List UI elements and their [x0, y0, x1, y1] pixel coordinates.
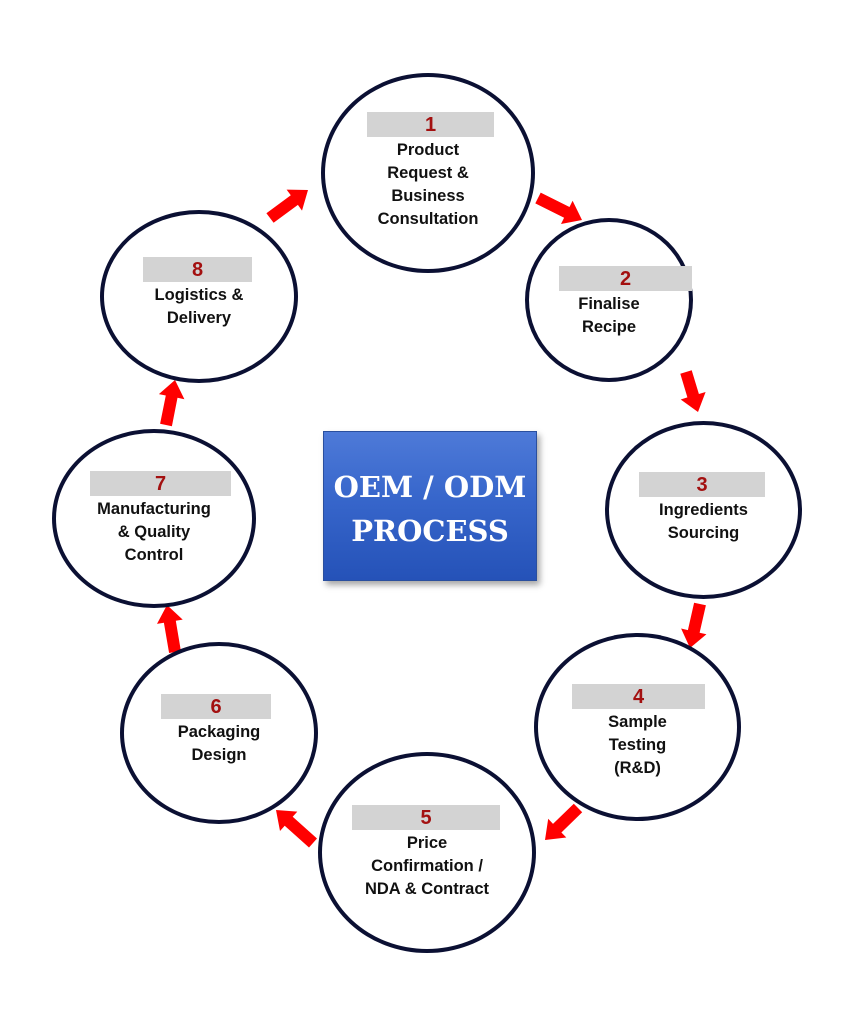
process-title-line-2: PROCESS [351, 514, 509, 548]
step-1-label: Product Request & Business Consultation [325, 139, 531, 231]
step-2-label-line: Finalise [578, 295, 640, 313]
step-2-label: Finalise Recipe [529, 293, 689, 339]
step-4-label-line: (R&D) [614, 759, 661, 777]
step-7-label-line: Control [124, 546, 184, 564]
step-5-number: 5 [352, 805, 500, 830]
step-1-label-line: Business [391, 187, 465, 205]
arrow-up-right-icon [266, 189, 308, 223]
step-8-label-line: Delivery [166, 309, 232, 327]
step-4-number: 4 [572, 684, 705, 709]
step-3-label: Ingredients Sourcing [609, 499, 798, 545]
step-1-circle: 1 Product Request & Business Consultatio… [321, 73, 535, 273]
step-3-number: 3 [639, 472, 765, 497]
step-5-label-line: Price [406, 834, 448, 852]
step-6-number: 6 [161, 694, 271, 719]
step-6-label: Packaging Design [124, 721, 314, 767]
process-title-line-1: OEM / ODM [333, 470, 527, 504]
process-title-box: OEM / ODM PROCESS [323, 431, 537, 581]
step-8-number: 8 [143, 257, 252, 282]
step-4-circle: 4 Sample Testing (R&D) [534, 633, 741, 821]
step-4-label-line: Testing [608, 736, 667, 754]
step-1-label-line: Request & [387, 164, 469, 182]
step-7-number: 7 [90, 471, 231, 496]
step-7-label-line: & Quality [117, 523, 191, 541]
step-3-label-line: Sourcing [667, 524, 740, 542]
step-7-label: Manufacturing & Quality Control [56, 498, 252, 567]
arrow-up-left-icon [276, 810, 317, 848]
step-2-label-line: Recipe [581, 318, 637, 336]
step-2-circle: 2 Finalise Recipe [525, 218, 693, 382]
step-2-number: 2 [559, 266, 692, 291]
arrow-down-icon [680, 370, 706, 412]
step-6-label-line: Design [191, 746, 247, 764]
step-7-label-line: Manufacturing [97, 500, 211, 518]
step-8-circle: 8 Logistics & Delivery [100, 210, 298, 383]
arrow-right-down-icon [535, 192, 582, 224]
step-1-number: 1 [367, 112, 494, 137]
step-4-label-line: Sample [608, 713, 667, 731]
step-3-label-line: Ingredients [659, 501, 748, 519]
step-6-label-line: Packaging [177, 723, 261, 741]
step-5-label: Price Confirmation / NDA & Contract [322, 832, 532, 901]
step-3-circle: 3 Ingredients Sourcing [605, 421, 802, 599]
step-1-label-line: Consultation [377, 210, 479, 228]
step-5-label-line: Confirmation / [371, 857, 483, 875]
arrow-down-icon [681, 602, 707, 648]
step-8-label-line: Logistics & [154, 286, 244, 304]
step-6-circle: 6 Packaging Design [120, 642, 318, 824]
step-1-label-line: Product [396, 141, 460, 159]
step-8-label: Logistics & Delivery [104, 284, 294, 330]
arrow-up-icon [157, 605, 183, 653]
step-5-label-line: NDA & Contract [364, 880, 490, 898]
step-7-circle: 7 Manufacturing & Quality Control [52, 429, 256, 608]
arrow-down-left-icon [545, 803, 583, 840]
step-4-label: Sample Testing (R&D) [538, 711, 737, 780]
step-5-circle: 5 Price Confirmation / NDA & Contract [318, 752, 536, 953]
arrow-up-icon [158, 380, 185, 427]
